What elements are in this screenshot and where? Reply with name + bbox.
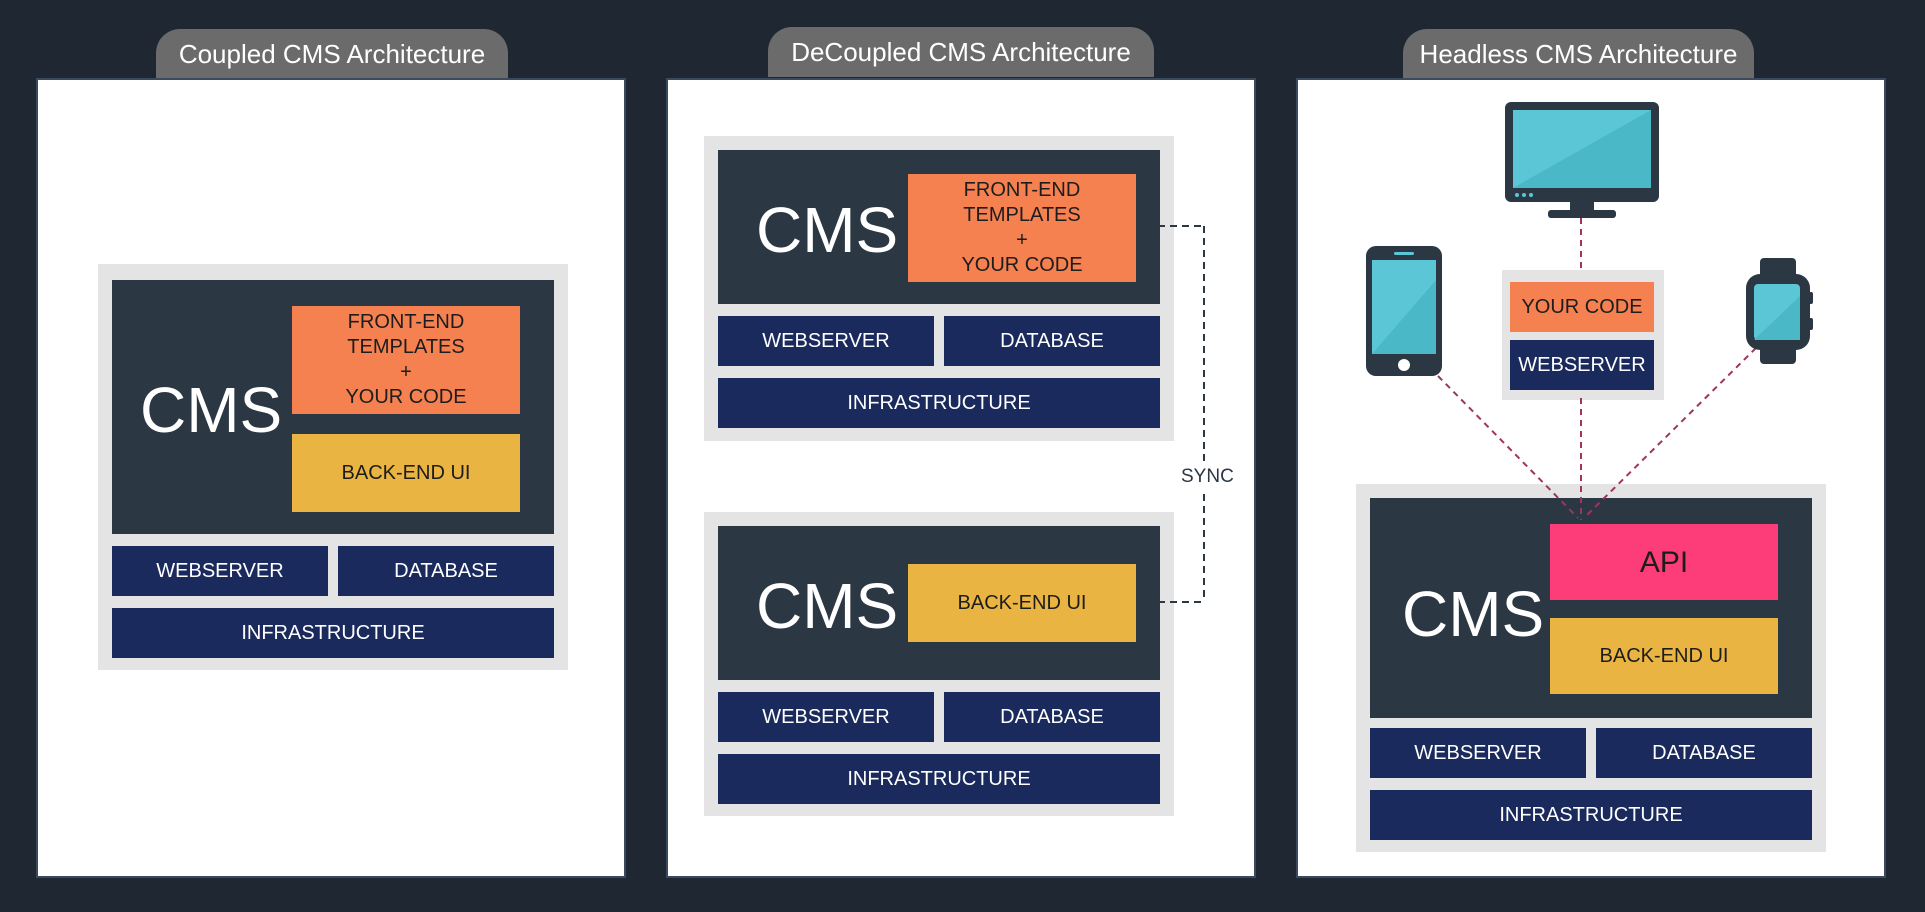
coupled-frontend-templates: FRONT-END TEMPLATES + YOUR CODE [292,306,520,414]
sync-connector [1158,225,1205,603]
headless-client-stack: YOUR CODE WEBSERVER [1502,270,1664,400]
coupled-database: DATABASE [338,546,554,596]
coupled-webserver: WEBSERVER [112,546,328,596]
headless-title-tab: Headless CMS Architecture [1403,29,1754,79]
headless-cms-box: CMS API BACK-END UI [1370,498,1812,718]
headless-infrastructure: INFRASTRUCTURE [1370,790,1812,840]
decoupled-panel: CMS FRONT-END TEMPLATES + YOUR CODE WEBS… [666,78,1256,878]
decoupled-bottom-webserver: WEBSERVER [718,692,934,742]
decoupled-top-cms-box: CMS FRONT-END TEMPLATES + YOUR CODE [718,150,1160,304]
decoupled-title-tab: DeCoupled CMS Architecture [768,27,1154,77]
headless-backend-ui: BACK-END UI [1550,618,1778,694]
sync-label: SYNC [1181,464,1234,490]
api-block: API [1550,524,1778,600]
headless-panel: YOUR CODE WEBSERVER CMS API BACK-END UI … [1296,78,1886,878]
coupled-title-tab: Coupled CMS Architecture [156,29,508,79]
decoupled-bottom-cms-label: CMS [756,570,899,642]
headless-cms-stack: CMS API BACK-END UI WEBSERVER DATABASE I… [1356,484,1826,852]
decoupled-top-stack: CMS FRONT-END TEMPLATES + YOUR CODE WEBS… [704,136,1174,441]
coupled-cms-label: CMS [140,374,283,446]
smartphone-icon [1366,246,1442,376]
decoupled-top-webserver: WEBSERVER [718,316,934,366]
headless-client-webserver: WEBSERVER [1510,340,1654,390]
headless-connectors [1437,218,1757,520]
headless-your-code: YOUR CODE [1510,282,1654,332]
decoupled-bottom-stack: CMS BACK-END UI WEBSERVER DATABASE INFRA… [704,512,1174,816]
coupled-infrastructure: INFRASTRUCTURE [112,608,554,658]
decoupled-top-database: DATABASE [944,316,1160,366]
coupled-panel: CMS FRONT-END TEMPLATES + YOUR CODE BACK… [36,78,626,878]
decoupled-frontend-templates: FRONT-END TEMPLATES + YOUR CODE [908,174,1136,282]
decoupled-bottom-infrastructure: INFRASTRUCTURE [718,754,1160,804]
decoupled-top-infrastructure: INFRASTRUCTURE [718,378,1160,428]
headless-webserver: WEBSERVER [1370,728,1586,778]
decoupled-bottom-cms-box: CMS BACK-END UI [718,526,1160,680]
headless-database: DATABASE [1596,728,1812,778]
coupled-cms-box: CMS FRONT-END TEMPLATES + YOUR CODE BACK… [112,280,554,534]
decoupled-top-cms-label: CMS [756,194,899,266]
coupled-backend-ui: BACK-END UI [292,434,520,512]
headless-cms-label: CMS [1402,578,1545,650]
monitor-icon [1505,102,1659,218]
coupled-stack: CMS FRONT-END TEMPLATES + YOUR CODE BACK… [98,264,568,670]
decoupled-backend-ui: BACK-END UI [908,564,1136,642]
decoupled-bottom-database: DATABASE [944,692,1160,742]
smartwatch-icon [1746,258,1813,364]
